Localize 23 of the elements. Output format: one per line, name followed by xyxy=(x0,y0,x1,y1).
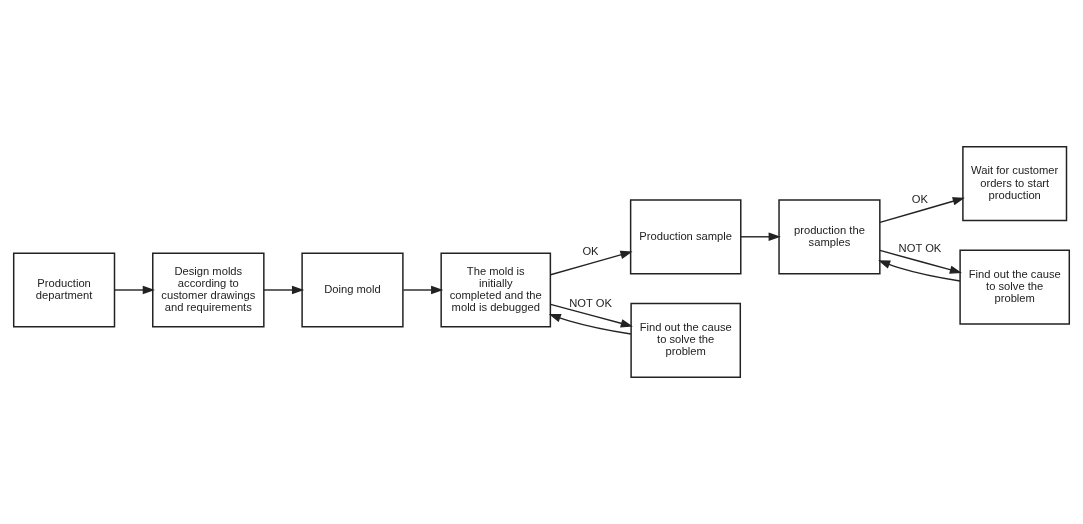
arrow xyxy=(740,232,781,242)
arrow xyxy=(402,285,444,295)
node-box: production the samples xyxy=(778,199,881,275)
arrow xyxy=(549,303,633,328)
node-box: Find out the cause to solve the problem xyxy=(959,249,1071,325)
edge-label: NOT OK xyxy=(569,297,612,310)
arrow xyxy=(879,197,965,224)
node-box: Production department xyxy=(12,252,116,328)
edge-label: NOT OK xyxy=(898,242,942,255)
node-box: The mold is initially completed and the mold is debugged xyxy=(440,252,552,328)
arrow xyxy=(879,249,962,274)
node-box: Production sample xyxy=(629,199,742,275)
node-box: Find out the cause to solve the problem xyxy=(630,302,742,378)
arrow xyxy=(549,250,633,276)
arrow xyxy=(548,313,632,335)
node-box: Design molds according to customer drawings and requirements xyxy=(152,252,265,328)
node-box: Wait for customer orders to start production xyxy=(962,146,1068,222)
edge-label: OK xyxy=(911,192,929,205)
arrow xyxy=(263,285,305,295)
arrow xyxy=(878,260,961,282)
edge-label: OK xyxy=(582,245,599,258)
arrow xyxy=(114,285,155,295)
node-box: Doing mold xyxy=(301,252,404,328)
